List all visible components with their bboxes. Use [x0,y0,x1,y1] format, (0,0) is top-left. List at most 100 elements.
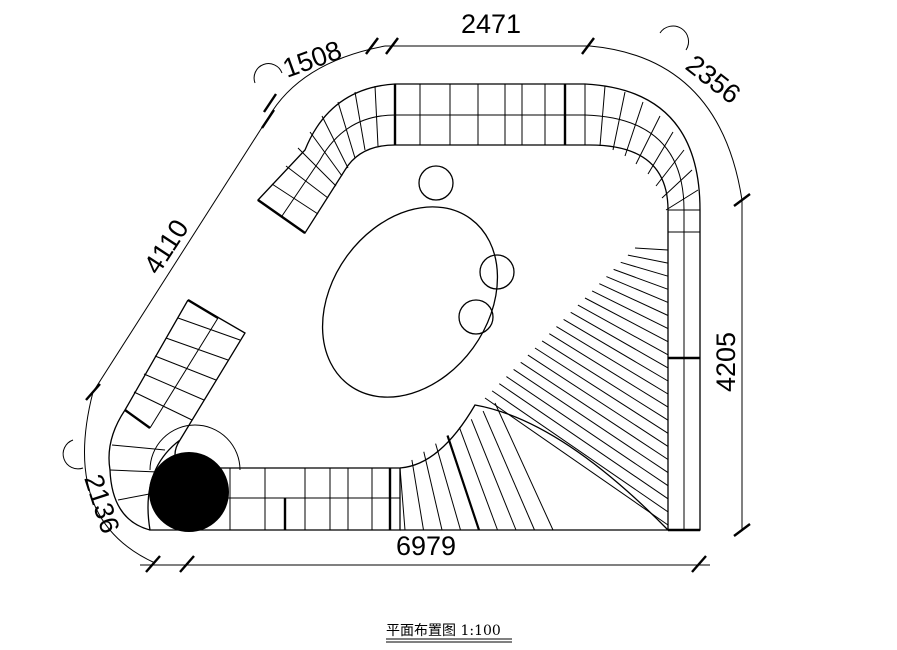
cell-line [285,165,329,199]
dimension-chain [62,25,751,573]
fan-line [482,410,535,531]
cell-line [297,147,337,187]
stool-circle [458,299,494,335]
fan-line [591,290,669,330]
dim-label-1508: 1508 [279,35,346,84]
dim-label-4205: 4205 [711,332,741,392]
fan-line [584,297,669,343]
fan-line [423,451,443,531]
column-outline-arc [149,424,241,471]
cell-line [149,317,219,429]
structural-column [149,424,241,532]
dim-origin-arc [62,439,84,470]
fan-line [399,467,406,531]
fan-line [499,383,669,500]
fan-line [470,419,517,531]
fan-line [491,390,669,513]
fan-line [484,397,669,526]
cell-line [624,101,644,157]
fan-line [613,268,669,290]
dim-tick [179,555,195,573]
cell-line [143,373,205,401]
top-strip-cells [257,84,700,532]
caption: 平面布置图 1:100 [386,623,512,643]
fan-line [563,318,669,382]
cell-line [647,131,674,175]
cell-line [599,85,606,147]
dim-tick [733,523,751,537]
fan-line [527,354,669,447]
cell-line [374,85,379,147]
dim-arc-top-right [589,45,743,201]
column-disc [149,452,229,532]
cell-line [655,149,685,187]
cell-line [309,131,343,177]
cell-line [165,337,229,361]
dim-label-6979: 6979 [396,531,456,561]
cell-line [109,469,159,473]
top-strip-divider [281,114,685,530]
dim-origin-arc [659,25,690,51]
fan-line [556,326,669,395]
dim-tick [85,383,101,401]
cell-line [661,169,693,199]
dim-label-2136: 2136 [78,471,125,537]
seating-walls [108,83,701,532]
bottom-fan-strip [399,404,670,531]
dim-arc-bottom-left [84,391,156,564]
dim-tick [263,93,277,113]
fan-line [534,347,669,434]
cell-line [635,115,661,165]
dim-tick [365,37,379,55]
fan-line [627,254,669,264]
oval-table [321,206,499,398]
stool-circle [479,254,515,290]
fan-line [411,459,424,531]
dim-tick [145,555,161,573]
fan-line [541,340,669,421]
cell-line [271,183,319,215]
dim-label-2356: 2356 [680,49,746,110]
fan-line [620,261,669,277]
cell-line [321,115,349,169]
cell-line [111,444,166,451]
cell-line [337,101,356,159]
fan-line [435,443,461,531]
fan-line [634,247,669,251]
cell-line-bold [124,409,151,429]
fan-line [549,333,669,408]
cell-line [612,91,626,151]
dim-tick [385,37,399,55]
dim-tick [691,555,707,573]
cell-line [354,91,366,151]
dim-ticks [85,37,751,573]
fan-line [570,311,669,369]
fan-line [513,368,669,474]
fan-line [494,402,554,531]
cell-line [133,391,193,421]
top-seating-strip [257,83,701,531]
cell-line [177,317,241,341]
dim-origin-arc [253,63,283,84]
dim-tick [733,193,751,207]
dim-tick [261,109,275,129]
dim-tick [581,37,595,55]
cell-line [154,355,217,381]
dim-arc-top-left [267,45,386,119]
stool-circle [418,165,454,201]
fan-line [520,361,669,460]
caption-text: 平面布置图 1:100 [386,623,501,639]
cell-line-bold [257,199,306,234]
fan-line [506,376,669,487]
fan-line [599,283,669,316]
fan-line [458,427,498,531]
fan-lines [399,247,669,531]
fan-line [577,304,669,356]
center-furniture [321,165,515,398]
cell-line-bold [187,298,219,320]
fan-line [446,435,481,531]
dim-label-2471: 2471 [461,9,521,39]
left-strip-cells [109,298,400,530]
